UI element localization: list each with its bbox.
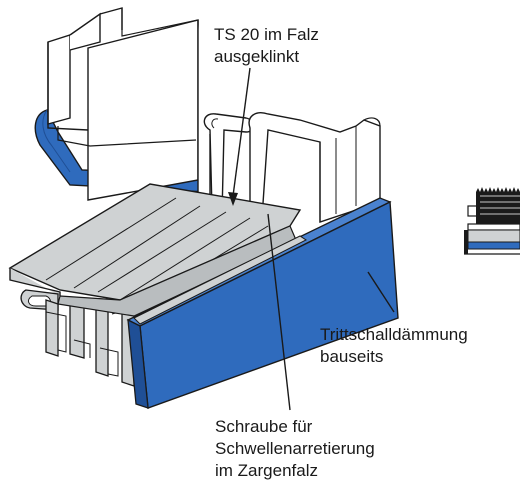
schraube-label: Schraube für Schwellenarretierung im Zar…	[215, 416, 375, 482]
trittschall-label: Trittschalldämmung bauseits	[320, 324, 468, 368]
ts20-label-line1: TS 20 im Falz	[214, 25, 319, 44]
ts20-label-line2: ausgeklinkt	[214, 47, 300, 66]
door-frame-right	[248, 112, 381, 223]
ts20-label: TS 20 im Falz ausgeklinkt	[214, 24, 319, 68]
trittschall-label-line2: bauseits	[320, 347, 384, 366]
threshold-profile	[8, 183, 302, 387]
ts20-leader-arrow	[228, 67, 251, 206]
schraube-label-line1: Schraube für	[215, 417, 313, 436]
schraube-leader-line	[267, 213, 291, 411]
schraube-label-line3: im Zargenfalz	[215, 461, 318, 480]
schraube-label-line2: Schwellenarretierung	[215, 439, 375, 458]
frame-groove-profile	[203, 113, 255, 217]
trittschall-leader-line	[367, 271, 395, 313]
trittschall-label-line1: Trittschalldämmung	[320, 325, 468, 344]
brush-seal-threshold-detail-icon	[464, 187, 520, 255]
threshold-cover-strip	[133, 235, 307, 325]
door-frame-left	[47, 7, 211, 208]
